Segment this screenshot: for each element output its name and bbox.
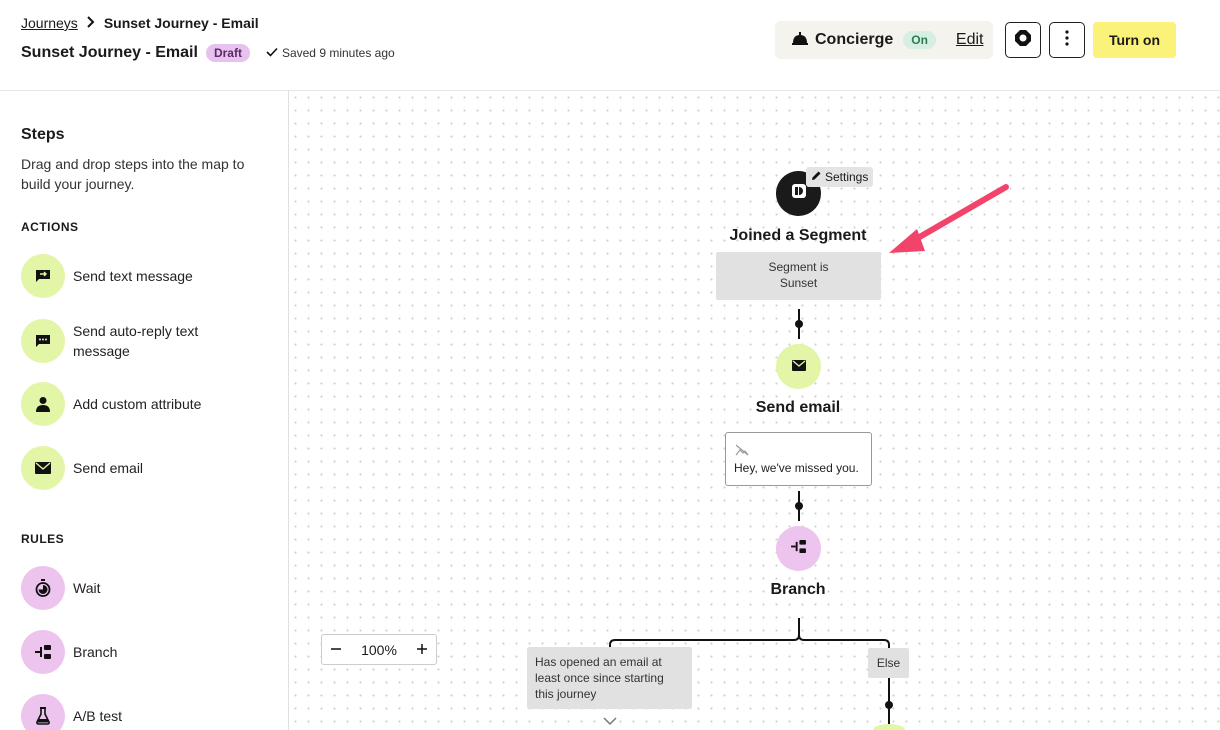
status-badge: Draft xyxy=(205,44,250,62)
more-options-button[interactable] xyxy=(1049,22,1085,58)
text-message-icon xyxy=(21,254,65,298)
zoom-out-button[interactable] xyxy=(330,642,342,658)
bell-icon xyxy=(791,30,809,51)
settings-button[interactable]: Settings xyxy=(806,167,874,187)
send-email-node[interactable] xyxy=(776,344,821,389)
envelope-icon xyxy=(21,446,65,490)
connector-dot xyxy=(795,502,803,510)
concierge-edit-link[interactable]: Edit xyxy=(955,31,984,48)
step-send-email[interactable]: Send email xyxy=(21,446,223,490)
branch-connectors xyxy=(609,618,905,730)
trigger-condition[interactable]: Segment is Sunset xyxy=(716,252,881,300)
step-label: Send auto-reply text message xyxy=(73,323,199,359)
step-send-text-message[interactable]: Send text message xyxy=(21,254,223,298)
send-email-title: Send email xyxy=(755,399,841,416)
else-label: Else xyxy=(876,656,901,670)
step-label: Add custom attribute xyxy=(73,396,202,412)
step-label: Send text message xyxy=(73,268,193,284)
actions-heading: ACTIONS xyxy=(21,220,79,234)
turn-on-button[interactable]: Turn on xyxy=(1093,22,1176,58)
page-title: Sunset Journey - Email xyxy=(21,44,198,61)
no-image-icon xyxy=(735,443,749,461)
trigger-title: Joined a Segment xyxy=(729,227,867,244)
sidebar-title: Steps xyxy=(21,126,65,143)
branch-condition-opened-email[interactable]: Has opened an email at least once since … xyxy=(527,647,692,709)
help-button[interactable] xyxy=(1005,22,1041,58)
title-row: Sunset Journey - Email Draft Saved 9 min… xyxy=(21,44,395,62)
breadcrumb-journeys-link[interactable]: Journeys xyxy=(21,15,78,31)
step-add-custom-attribute[interactable]: Add custom attribute xyxy=(21,382,223,426)
connector-dot xyxy=(795,320,803,328)
branch-condition-text: Has opened an email at least once since … xyxy=(535,655,664,701)
step-ab-test[interactable]: A/B test xyxy=(21,694,223,730)
email-preview-text: Hey, we've missed you. xyxy=(734,461,859,475)
step-branch[interactable]: Branch xyxy=(21,630,223,674)
zoom-in-button[interactable] xyxy=(416,642,428,658)
person-icon xyxy=(21,382,65,426)
step-label: Wait xyxy=(73,580,101,596)
breadcrumb: Journeys Sunset Journey - Email xyxy=(21,15,259,31)
step-wait[interactable]: Wait xyxy=(21,566,223,610)
chevron-right-icon xyxy=(86,15,96,31)
saved-text: Saved 9 minutes ago xyxy=(281,46,395,60)
annotation-arrow xyxy=(889,184,1009,253)
auto-reply-icon xyxy=(21,319,65,363)
saved-status: Saved 9 minutes ago xyxy=(266,46,395,60)
condition-line-1: Segment is xyxy=(768,260,829,274)
branch-icon xyxy=(21,630,65,674)
step-label: Branch xyxy=(73,644,118,660)
sidebar-description: Drag and drop steps into the map to buil… xyxy=(21,156,245,192)
timer-icon xyxy=(21,566,65,610)
email-preview-card[interactable]: Hey, we've missed you. xyxy=(725,432,872,486)
top-bar: Journeys Sunset Journey - Email Sunset J… xyxy=(0,0,1220,91)
flask-icon xyxy=(21,694,65,730)
vertical-dots-icon xyxy=(1065,29,1069,51)
branch-node[interactable] xyxy=(776,526,821,571)
chevron-down-icon[interactable] xyxy=(603,713,617,730)
concierge-status-badge: On xyxy=(903,31,936,49)
branch-title: Branch xyxy=(770,581,826,598)
concierge-label: Concierge xyxy=(815,31,894,48)
segment-icon xyxy=(791,183,807,204)
zoom-level: 100% xyxy=(361,641,397,658)
rules-heading: RULES xyxy=(21,532,65,546)
step-send-auto-reply[interactable]: Send auto-reply text message xyxy=(21,319,223,363)
envelope-icon xyxy=(791,358,806,376)
settings-label: Settings xyxy=(825,170,869,184)
condition-line-2: Sunset xyxy=(779,276,818,290)
concierge-panel: Concierge On Edit xyxy=(775,21,993,59)
octagon-icon xyxy=(1014,29,1032,52)
step-label: Send email xyxy=(73,460,144,476)
zoom-control: 100% xyxy=(321,634,437,665)
branch-icon xyxy=(791,539,806,558)
breadcrumb-current: Sunset Journey - Email xyxy=(103,15,259,31)
branch-condition-else[interactable]: Else xyxy=(868,648,909,678)
step-label: A/B test xyxy=(73,708,123,724)
checkmark-icon xyxy=(266,46,278,60)
journey-canvas[interactable]: Settings Joined a Segment Segment is Sun… xyxy=(289,91,1220,730)
pencil-icon xyxy=(811,170,822,184)
steps-sidebar: Steps Drag and drop steps into the map t… xyxy=(0,91,289,730)
